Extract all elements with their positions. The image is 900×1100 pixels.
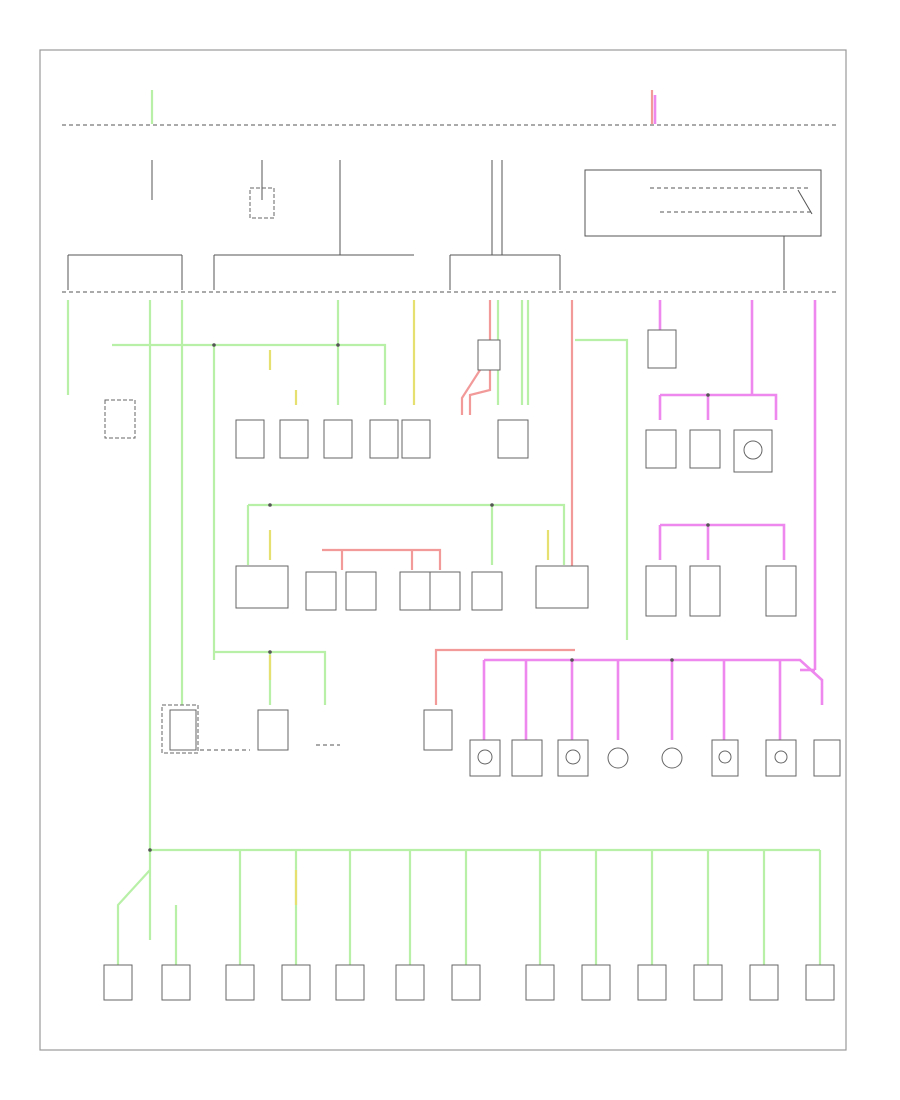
green-wires xyxy=(66,300,822,965)
components-row-1 xyxy=(104,329,773,473)
fuse-section xyxy=(67,160,822,290)
splice-points xyxy=(148,343,710,852)
yellow-wires xyxy=(268,300,550,905)
components-row-3 xyxy=(161,704,841,777)
components-row-4 xyxy=(103,964,835,1001)
red-wires xyxy=(322,300,575,705)
diagram-frame xyxy=(39,49,847,1051)
components-row-2 xyxy=(235,565,797,617)
magenta-wires xyxy=(482,300,824,740)
